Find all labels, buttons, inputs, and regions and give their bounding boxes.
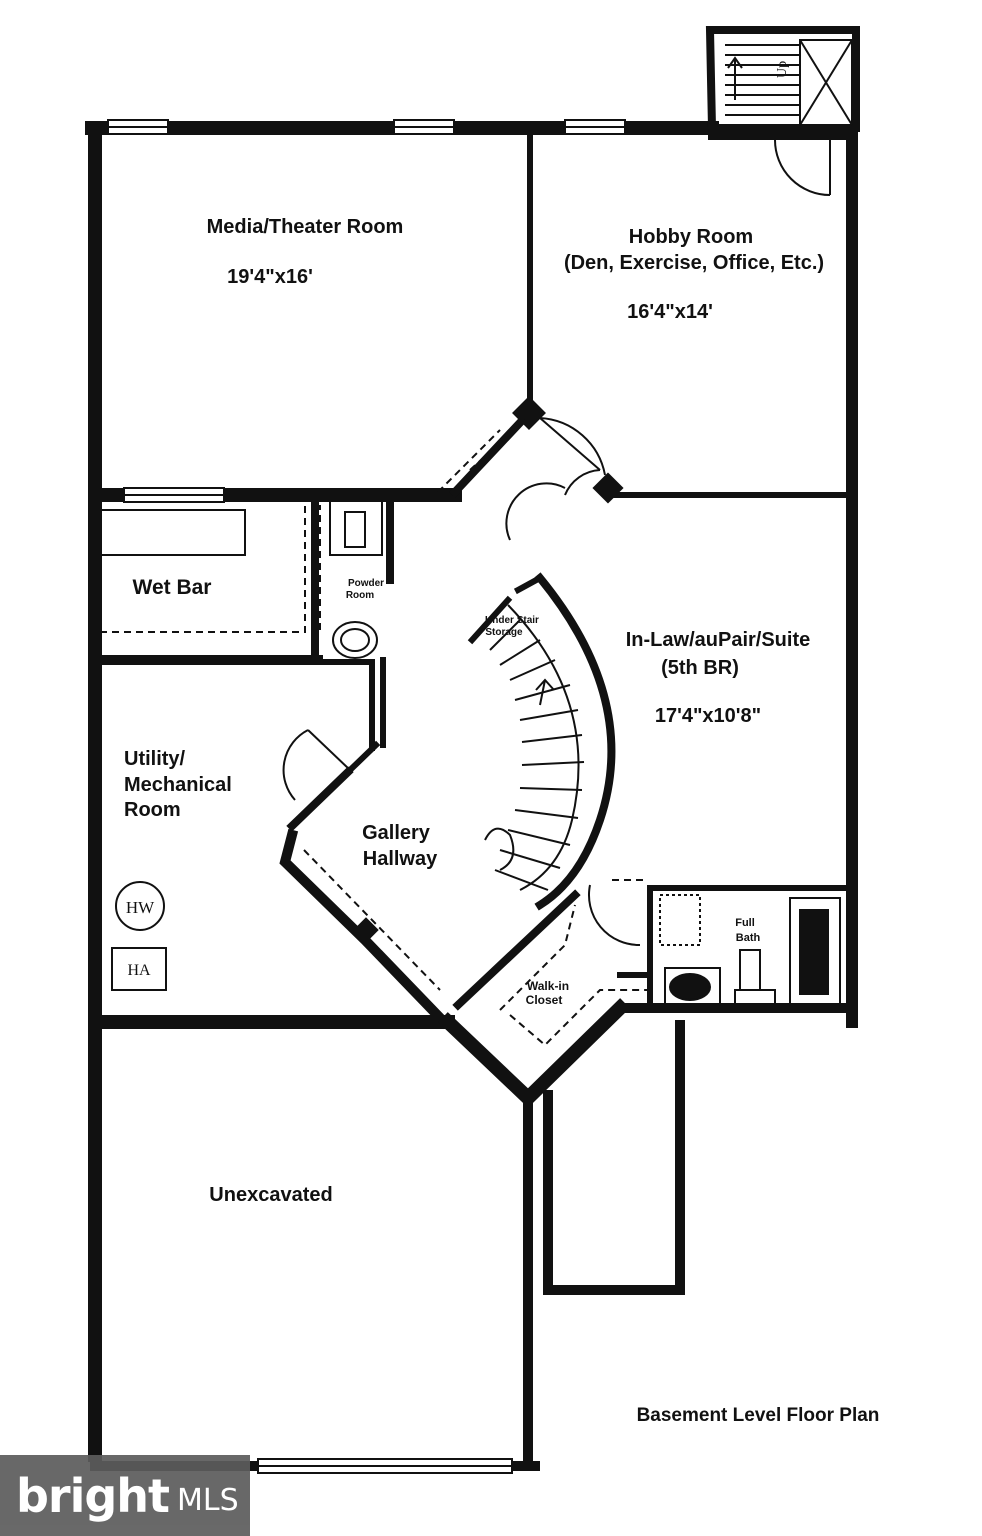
- utility-line3: Room: [124, 799, 181, 821]
- hobby-room-note: (Den, Exercise, Office, Etc.): [564, 252, 824, 274]
- suite-name: In-Law/auPair/Suite: [626, 629, 810, 651]
- walls: [85, 26, 860, 1471]
- dashed-openings: [100, 419, 650, 1047]
- plan-title: Basement Level Floor Plan: [637, 1405, 880, 1426]
- suite-size: 17'4"x10'8": [655, 705, 761, 727]
- full-bath-line1: Full: [735, 917, 755, 929]
- media-room-name: Media/Theater Room: [207, 216, 404, 238]
- utility-line2: Mechanical: [124, 774, 232, 796]
- suite-note: (5th BR): [661, 657, 739, 679]
- stair-up-label: Up: [775, 61, 790, 78]
- under-stair-line2: Storage: [485, 627, 523, 638]
- watermark-brand: bright: [16, 1468, 170, 1523]
- powder-room-line1: Powder: [348, 578, 384, 589]
- svg-text:HA: HA: [127, 962, 151, 979]
- entry-stair: [725, 39, 853, 126]
- unexcavated-label: Unexcavated: [209, 1184, 332, 1206]
- curved-stair: [484, 604, 585, 891]
- powder-room-line2: Room: [346, 590, 374, 601]
- full-bath-line2: Bath: [736, 932, 761, 944]
- hvac-icon: HA: [111, 947, 167, 991]
- fixtures: [99, 499, 841, 1007]
- utility-line1: Utility/: [124, 748, 186, 770]
- gallery-line1: Gallery: [362, 822, 431, 844]
- walkin-line1: Walk-in: [527, 979, 569, 993]
- water-heater-icon: HW: [115, 881, 165, 931]
- walkin-line2: Closet: [526, 993, 563, 1007]
- windows: [107, 119, 626, 1474]
- svg-text:HW: HW: [126, 898, 155, 917]
- hobby-room-size: 16'4"x14': [627, 301, 713, 323]
- under-stair-line1: Under Stair: [485, 615, 539, 626]
- doors: [282, 139, 831, 947]
- watermark-suffix: MLS: [177, 1483, 239, 1518]
- wet-bar-label: Wet Bar: [133, 576, 212, 599]
- media-room-size: 19'4"x16': [227, 266, 313, 288]
- gallery-line2: Hallway: [363, 848, 438, 870]
- hobby-room-name: Hobby Room: [629, 226, 753, 248]
- mls-watermark: bright MLS: [0, 1455, 250, 1536]
